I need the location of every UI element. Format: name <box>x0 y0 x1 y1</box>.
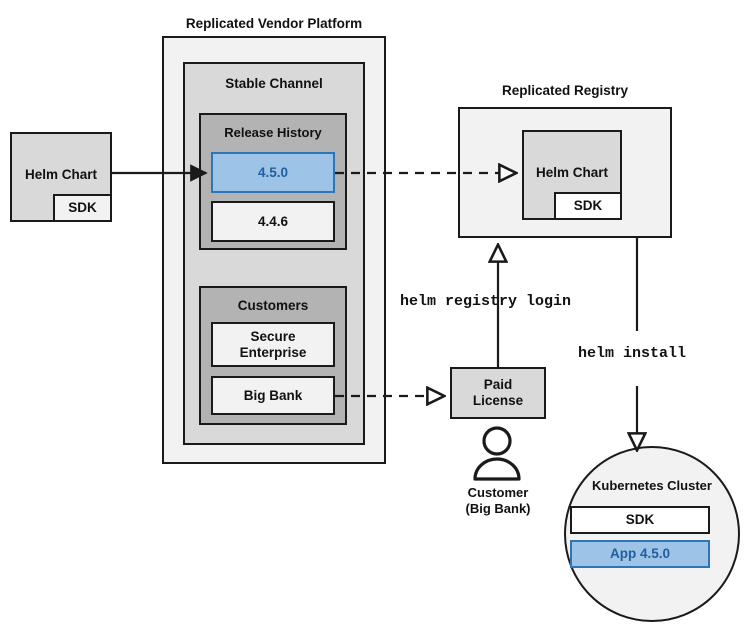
customer-secure-enterprise-label-line1: Secure <box>250 328 296 344</box>
replicated-registry-title: Replicated Registry <box>501 83 629 98</box>
release-version-4-5-0[interactable]: 4.5.0 <box>211 152 335 193</box>
paid-license-label-line2: License <box>472 393 524 408</box>
helm-chart-source-label: Helm Chart <box>24 167 97 182</box>
cluster-sdk-label: SDK <box>625 512 655 528</box>
release-version-4-4-6[interactable]: 4.4.6 <box>211 201 335 242</box>
sdk-registry-box[interactable]: SDK <box>554 192 622 220</box>
customers-label: Customers <box>237 298 309 313</box>
kubernetes-cluster-circle <box>564 446 740 622</box>
helm-chart-registry-label: Helm Chart <box>535 165 608 180</box>
customer-big-bank[interactable]: Big Bank <box>211 376 335 415</box>
release-version-4-4-6-label: 4.4.6 <box>257 213 289 229</box>
cluster-sdk-box[interactable]: SDK <box>570 506 710 534</box>
customer-secure-enterprise[interactable]: Secure Enterprise <box>211 322 335 367</box>
paid-license-box[interactable]: Paid License <box>450 367 546 419</box>
sdk-source-label: SDK <box>68 200 97 216</box>
vendor-platform-title: Replicated Vendor Platform <box>185 16 363 31</box>
sdk-registry-label: SDK <box>573 198 603 214</box>
customer-person-caption: Customer (Big Bank) <box>436 485 560 518</box>
customer-person-caption-line2: (Big Bank) <box>465 501 531 517</box>
sdk-source-box[interactable]: SDK <box>53 194 112 222</box>
kubernetes-cluster-label: Kubernetes Cluster <box>592 478 712 493</box>
customer-big-bank-label: Big Bank <box>243 387 303 403</box>
release-version-4-5-0-label: 4.5.0 <box>257 164 289 180</box>
cluster-app-box[interactable]: App 4.5.0 <box>570 540 710 568</box>
paid-license-label-line1: Paid <box>483 377 513 393</box>
cluster-app-label: App 4.5.0 <box>609 546 671 562</box>
person-icon <box>473 426 521 481</box>
helm-registry-login-command: helm registry login <box>400 293 572 310</box>
release-history-label: Release History <box>224 125 322 140</box>
customer-person-caption-line1: Customer <box>467 485 529 500</box>
stable-channel-label: Stable Channel <box>225 76 323 91</box>
helm-install-command: helm install <box>578 345 687 362</box>
customer-secure-enterprise-label-line2: Enterprise <box>239 344 307 360</box>
